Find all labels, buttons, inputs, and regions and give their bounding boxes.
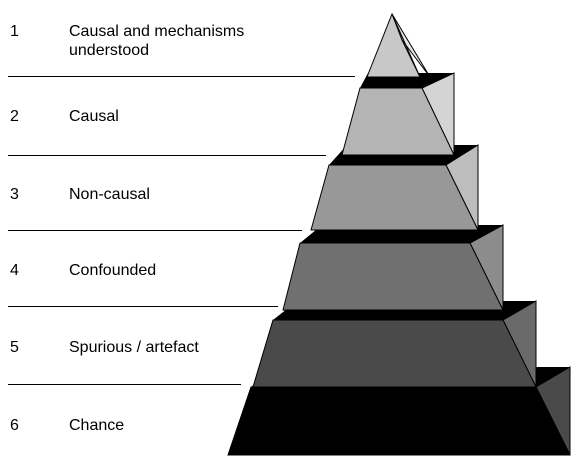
divider-2 (8, 155, 326, 156)
pyramid-tier-4 (282, 224, 504, 311)
pyramid-tier-5 (252, 300, 537, 388)
level-6-label: Chance (69, 417, 125, 434)
level-1-number: 1 (10, 23, 19, 40)
pyramid-tier-3-face (310, 164, 479, 231)
pyramid-tier-6-face (227, 386, 571, 456)
level-4-number: 4 (10, 262, 19, 279)
level-6-number: 6 (10, 417, 19, 434)
level-2-number: 2 (10, 108, 19, 125)
pyramid-tier-5-face (252, 319, 537, 388)
pyramid-tier-4-face (282, 242, 504, 311)
divider-5 (8, 384, 241, 385)
divider-3 (8, 230, 302, 231)
pyramid-tier-1 (366, 12, 431, 78)
level-2-label: Causal (69, 108, 119, 125)
divider-1 (8, 76, 355, 77)
pyramid-tier-2 (341, 72, 455, 156)
pyramid-tier-1-face (366, 12, 421, 78)
divider-4 (8, 306, 278, 307)
pyramid-tier-2-face (341, 87, 455, 156)
level-4-label: Confounded (69, 262, 157, 279)
level-3-number: 3 (10, 186, 19, 203)
level-1-label: Causal and mechanisms understood (69, 23, 245, 59)
level-5-label: Spurious / artefact (69, 339, 199, 356)
level-5-number: 5 (10, 339, 19, 356)
pyramid-tier-3 (310, 144, 479, 231)
level-3-label: Non-causal (69, 186, 150, 203)
